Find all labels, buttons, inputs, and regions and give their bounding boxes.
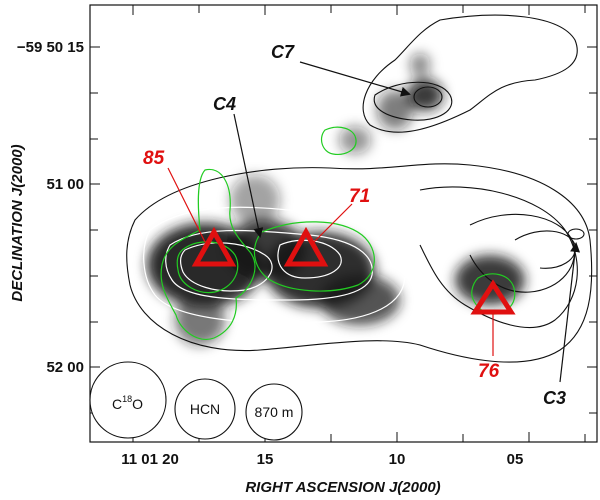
triangle-icon (470, 279, 516, 315)
c4-arrow (233, 113, 264, 238)
c3-arrow (559, 242, 581, 383)
circle-icon (245, 383, 303, 441)
axis-ticks (90, 5, 597, 442)
x-tick-label: 15 (257, 451, 274, 468)
clump-label-c3: C3 (543, 388, 566, 408)
triangle-icon (283, 226, 329, 267)
source-label-76: 76 (478, 361, 500, 382)
triangle-icon (191, 226, 237, 267)
clump-label-c7: C7 (271, 42, 295, 62)
beam-label-c18o: C18O (112, 394, 143, 412)
clump-label-c4: C4 (213, 94, 236, 114)
y-tick-label: 52 00 (46, 359, 84, 376)
y-axis-title: DECLINATION J(2000) (9, 144, 26, 301)
x-axis-title: RIGHT ASCENSION J(2000) (245, 479, 440, 496)
x-tick-label: 05 (507, 451, 524, 468)
x-tick-label: 11 01 20 (121, 451, 179, 468)
y-tick-label: −59 50 15 (17, 39, 84, 56)
circle-icon (174, 378, 236, 440)
beam-label-870: 870 m (255, 404, 294, 420)
y-tick-label: 51 00 (46, 176, 84, 193)
circle-icon (89, 361, 167, 439)
source-71-leader (311, 203, 353, 245)
source-label-85: 85 (143, 148, 165, 169)
black-contours (126, 14, 593, 363)
beam-label-hcn: HCN (190, 401, 220, 417)
source-85-leader (167, 167, 206, 243)
plot-frame (89, 4, 598, 443)
x-tick-label: 10 (389, 451, 406, 468)
source-label-71: 71 (349, 186, 370, 207)
c7-arrow (299, 61, 411, 97)
